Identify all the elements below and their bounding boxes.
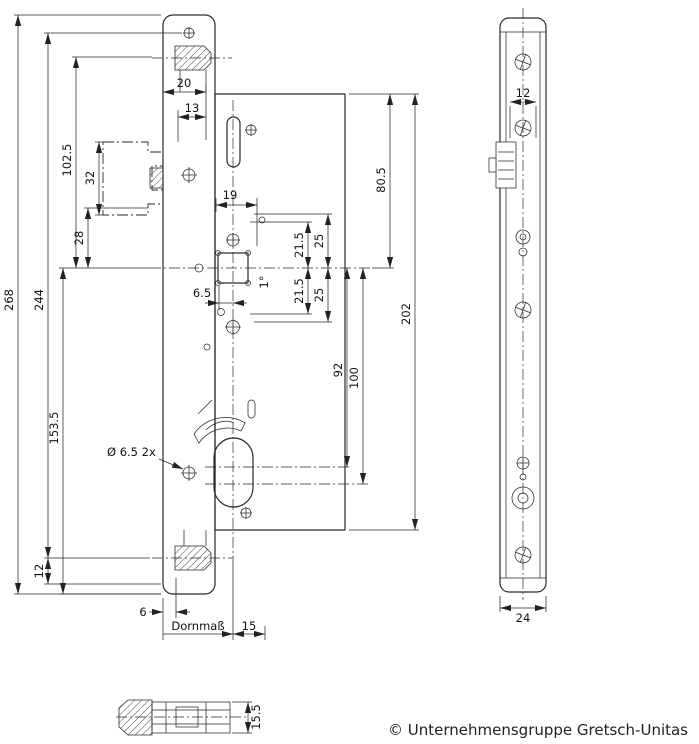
latch-body <box>151 701 231 734</box>
dim-label-20: 20 <box>177 76 192 90</box>
front-dimensions: 268 244 153.5 102.5 32 28 <box>2 14 419 640</box>
lock-case <box>193 93 346 531</box>
strike-keeper <box>102 141 164 216</box>
front-view-drawing: 268 244 153.5 102.5 32 28 <box>2 14 419 640</box>
backset-label: Dornmaß <box>171 619 224 633</box>
dim-label-19: 19 <box>223 188 238 202</box>
hole-note-label: Ø 6.5 2x <box>107 445 156 459</box>
dim-label-202: 202 <box>399 303 413 325</box>
top-slot <box>226 116 241 168</box>
dim-label-6: 6 <box>139 605 146 619</box>
dim-label-15-5: 15.5 <box>249 704 263 730</box>
fixing-hole-upper <box>181 167 197 183</box>
latch-head <box>118 699 153 736</box>
fixing-hole-lower <box>181 465 197 481</box>
dim-label-12-side: 12 <box>516 86 531 100</box>
side-latch-cutout <box>488 141 517 189</box>
faceplate-screw-hole-top <box>183 27 195 39</box>
snib-lever <box>193 399 246 444</box>
side-view-drawing: 12 24 <box>488 8 547 625</box>
dim-label-24: 24 <box>516 611 531 625</box>
top-latch <box>174 45 212 92</box>
dim-label-21-5-lower: 21.5 <box>292 278 306 304</box>
dim-label-6-5: 6.5 <box>193 286 211 300</box>
profile-screws <box>514 53 532 564</box>
follower-square <box>215 250 251 286</box>
dim-label-80-5: 80.5 <box>374 167 388 193</box>
dim-label-28: 28 <box>72 231 86 246</box>
dim-label-244: 244 <box>32 289 46 311</box>
dim-label-92: 92 <box>331 363 345 378</box>
dim-label-15: 15 <box>242 619 257 633</box>
copyright-text: © Unternehmensgruppe Gretsch-Unitas <box>388 721 688 739</box>
case-holes <box>194 124 266 519</box>
dim-label-268: 268 <box>2 289 16 311</box>
cylinder-hole <box>213 437 254 508</box>
small-slot <box>247 399 256 419</box>
latch-detail-drawing: 15.5 <box>116 699 263 736</box>
profile-outline <box>499 17 547 593</box>
dim-label-25-upper: 25 <box>312 234 326 249</box>
case-outline <box>214 93 346 531</box>
dim-label-102-5: 102.5 <box>60 144 74 177</box>
side-dimensions: 12 24 <box>499 86 547 625</box>
side-holes <box>511 229 535 510</box>
dim-label-13: 13 <box>185 101 200 115</box>
dim-label-12-bottom: 12 <box>32 564 46 579</box>
bottom-latch <box>174 530 212 571</box>
dim-label-100: 100 <box>347 367 361 389</box>
dim-label-21-5-upper: 21.5 <box>292 232 306 258</box>
detail-dimension: 15.5 <box>232 701 263 734</box>
dim-label-25-lower: 25 <box>312 288 326 303</box>
dim-label-32: 32 <box>83 171 97 186</box>
angle-label: 1° <box>257 275 271 288</box>
dim-label-153-5: 153.5 <box>47 412 61 445</box>
center-lines <box>150 57 372 559</box>
